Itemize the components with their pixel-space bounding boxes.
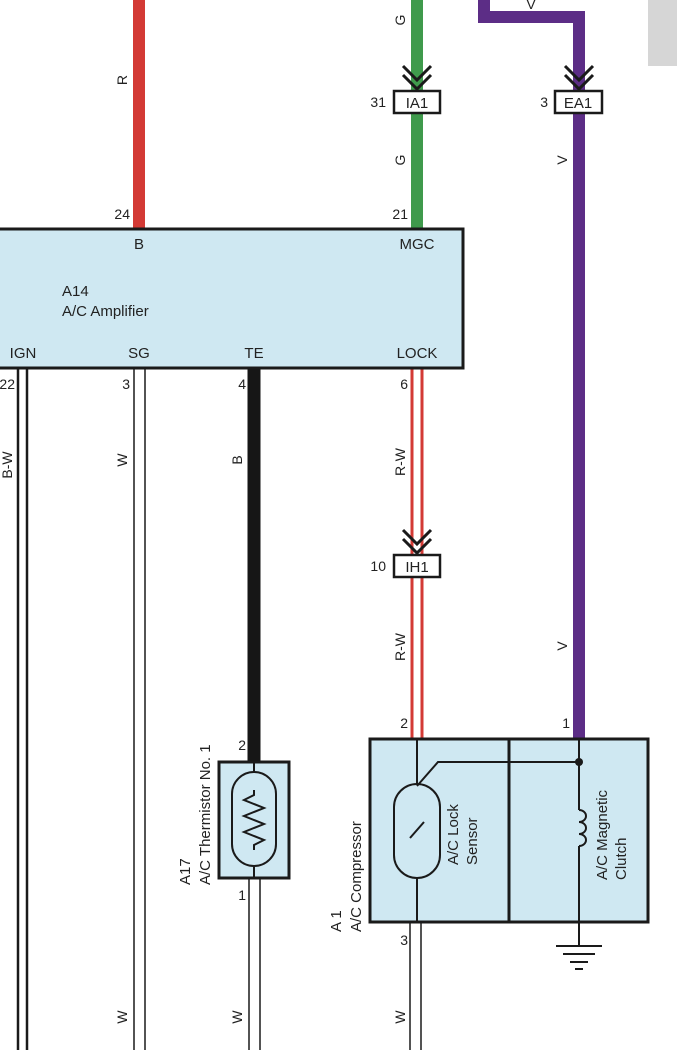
wire-w-thermistor xyxy=(248,878,261,1050)
wire-label-w-bottom-1: W xyxy=(114,1010,130,1024)
compressor-pin-lock: 2 xyxy=(400,715,408,731)
connector-ih1: IH1 10 xyxy=(370,528,442,579)
ac-amplifier-code: A14 xyxy=(62,283,89,300)
ac-amplifier-name: A/C Amplifier xyxy=(62,303,149,320)
wire-label-rw-lower: R-W xyxy=(392,632,408,661)
ground-icon xyxy=(556,945,602,970)
pin-b: 24 xyxy=(114,206,130,222)
wire-label-rw-upper: R-W xyxy=(392,447,408,476)
connector-ea1: EA1 3 xyxy=(540,64,604,115)
compressor-pin-bottom: 3 xyxy=(400,932,408,948)
pin-lock: 6 xyxy=(400,376,408,392)
wire-label-b: B xyxy=(229,455,245,464)
connector-ih1-label: IH1 xyxy=(405,559,428,576)
magnetic-clutch-label-1: A/C Magnetic xyxy=(594,789,611,880)
lock-sensor-label-1: A/C Lock xyxy=(445,804,462,865)
resistor-icon xyxy=(241,790,267,850)
wire-w-sg xyxy=(133,368,146,1050)
wire-w-compressor xyxy=(409,922,422,1050)
wire-label-w-bottom-2: W xyxy=(229,1010,245,1024)
compressor-pin-clutch: 1 xyxy=(562,715,570,731)
wire-label-r: R xyxy=(114,75,130,85)
terminal-b: B xyxy=(134,236,144,253)
wire-bw xyxy=(16,368,29,1050)
wire-label-g-mid: G xyxy=(392,155,408,166)
terminal-te: TE xyxy=(244,345,263,362)
wire-label-v-top: V xyxy=(526,0,536,12)
compressor-name: A/C Compressor xyxy=(348,821,365,932)
wire-label-w-sg: W xyxy=(114,453,130,467)
terminal-mgc: MGC xyxy=(400,236,435,253)
coil-icon xyxy=(578,809,587,847)
ac-compressor: 2 1 3 A/C Lock Sensor A/C Magnetic Clutc… xyxy=(328,715,650,970)
terminal-ign: IGN xyxy=(10,345,37,362)
connector-ea1-pin: 3 xyxy=(540,94,548,110)
connector-ih1-pin: 10 xyxy=(370,558,386,574)
magnetic-clutch-label-2: Clutch xyxy=(613,837,630,880)
pin-ign: 22 xyxy=(0,376,15,392)
wire-label-w-bottom-3: W xyxy=(392,1010,408,1024)
wire-v xyxy=(478,0,585,740)
lock-sensor-label-2: Sensor xyxy=(464,817,481,865)
thermistor-code: A17 xyxy=(177,858,194,885)
junction-dot xyxy=(575,758,583,766)
terminal-lock: LOCK xyxy=(397,345,438,362)
connector-ia1-label: IA1 xyxy=(406,95,429,112)
terminal-sg: SG xyxy=(128,345,150,362)
ac-thermistor: 2 1 A17 A/C Thermistor No. 1 xyxy=(177,737,291,903)
wire-label-bw: B-W xyxy=(0,451,15,479)
connector-ia1-pin: 31 xyxy=(370,94,386,110)
thermistor-pin-top: 2 xyxy=(238,737,246,753)
pin-mgc: 21 xyxy=(392,206,408,222)
connector-ea1-label: EA1 xyxy=(564,95,592,112)
wire-label-v-mid: V xyxy=(554,155,570,165)
thermistor-name: A/C Thermistor No. 1 xyxy=(197,744,214,885)
thermistor-pin-bottom: 1 xyxy=(238,887,246,903)
pin-te: 4 xyxy=(238,376,246,392)
connector-ia1: IA1 31 xyxy=(370,64,442,115)
compressor-code: A 1 xyxy=(328,910,345,932)
pin-sg: 3 xyxy=(122,376,130,392)
wire-label-v-low: V xyxy=(554,641,570,651)
ac-amplifier: A14 A/C Amplifier B MGC IGN SG TE LOCK 2… xyxy=(0,206,465,392)
wire-label-g-top: G xyxy=(392,15,408,26)
page-tab xyxy=(648,0,677,66)
